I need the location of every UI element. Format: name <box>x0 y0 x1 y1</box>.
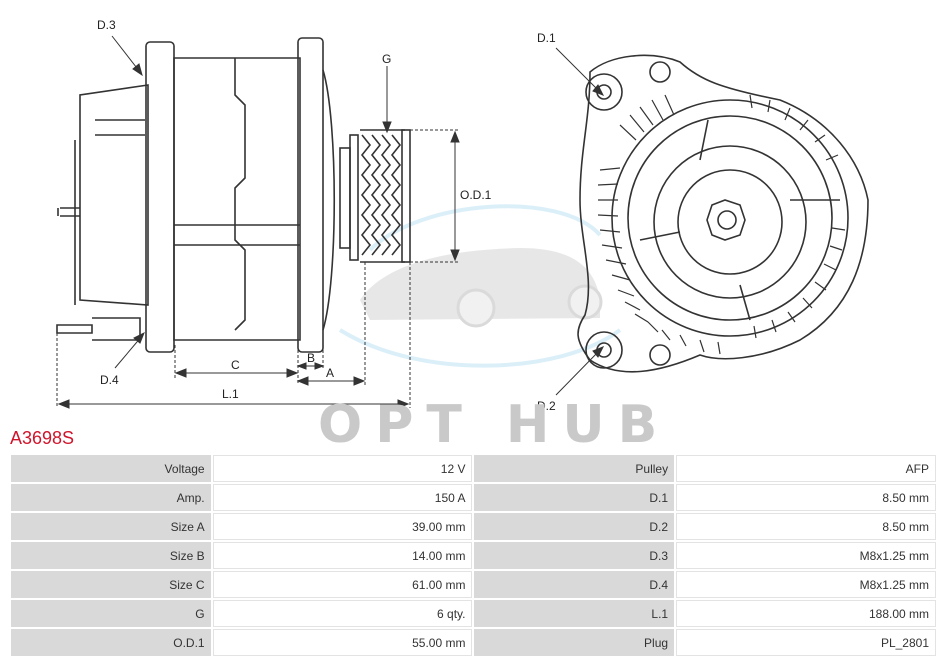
car-logo-watermark <box>338 204 622 368</box>
label-d1: D.1 <box>537 31 556 45</box>
label-a: A <box>326 366 335 380</box>
part-number: A3698S <box>10 428 75 448</box>
spec-value: 61.00 mm <box>212 571 473 598</box>
spec-label: Size C <box>11 571 211 598</box>
label-l1: L.1 <box>222 387 239 401</box>
spec-value: AFP <box>676 455 936 482</box>
spec-label: D.1 <box>474 484 675 511</box>
alternator-diagram <box>56 35 869 409</box>
label-c: C <box>231 358 240 372</box>
spec-value: M8x1.25 mm <box>676 571 936 598</box>
spec-label: D.2 <box>474 513 675 540</box>
spec-value: 8.50 mm <box>676 513 936 540</box>
spec-value: 12 V <box>212 455 473 482</box>
spec-label: Size A <box>11 513 211 540</box>
spec-value: 39.00 mm <box>212 513 473 540</box>
spec-label: Plug <box>474 629 675 656</box>
spec-value: 55.00 mm <box>212 629 473 656</box>
dimension-arrows <box>57 35 605 409</box>
spec-label: D.4 <box>474 571 675 598</box>
spec-value: M8x1.25 mm <box>676 542 936 569</box>
label-b: B <box>307 351 316 365</box>
spec-value: 8.50 mm <box>676 484 936 511</box>
spec-label: Size B <box>11 542 211 569</box>
dimension-lines <box>56 129 458 408</box>
alternator-side-view <box>56 37 411 353</box>
spec-value: 6 qty. <box>212 600 473 627</box>
watermark-text: OPT HUB <box>318 395 671 455</box>
spec-label: O.D.1 <box>11 629 211 656</box>
spec-label: Pulley <box>474 455 675 482</box>
spec-label: Amp. <box>11 484 211 511</box>
technical-drawing: D.3 D.1 G O.D.1 C B A D.4 L.1 D.2 <box>56 18 869 413</box>
label-d3: D.3 <box>97 18 116 32</box>
spec-value: 150 A <box>212 484 473 511</box>
spec-label: Voltage <box>11 455 211 482</box>
spec-label: D.3 <box>474 542 675 569</box>
label-g: G <box>382 52 392 66</box>
label-d2: D.2 <box>537 399 556 413</box>
label-od1: O.D.1 <box>460 188 492 202</box>
spec-value: PL_2801 <box>676 629 936 656</box>
spec-label: L.1 <box>474 600 675 627</box>
label-d4: D.4 <box>100 373 119 387</box>
spec-value: 188.00 mm <box>676 600 936 627</box>
spec-value: 14.00 mm <box>212 542 473 569</box>
spec-label: G <box>11 600 211 627</box>
alternator-front-view <box>577 54 869 373</box>
